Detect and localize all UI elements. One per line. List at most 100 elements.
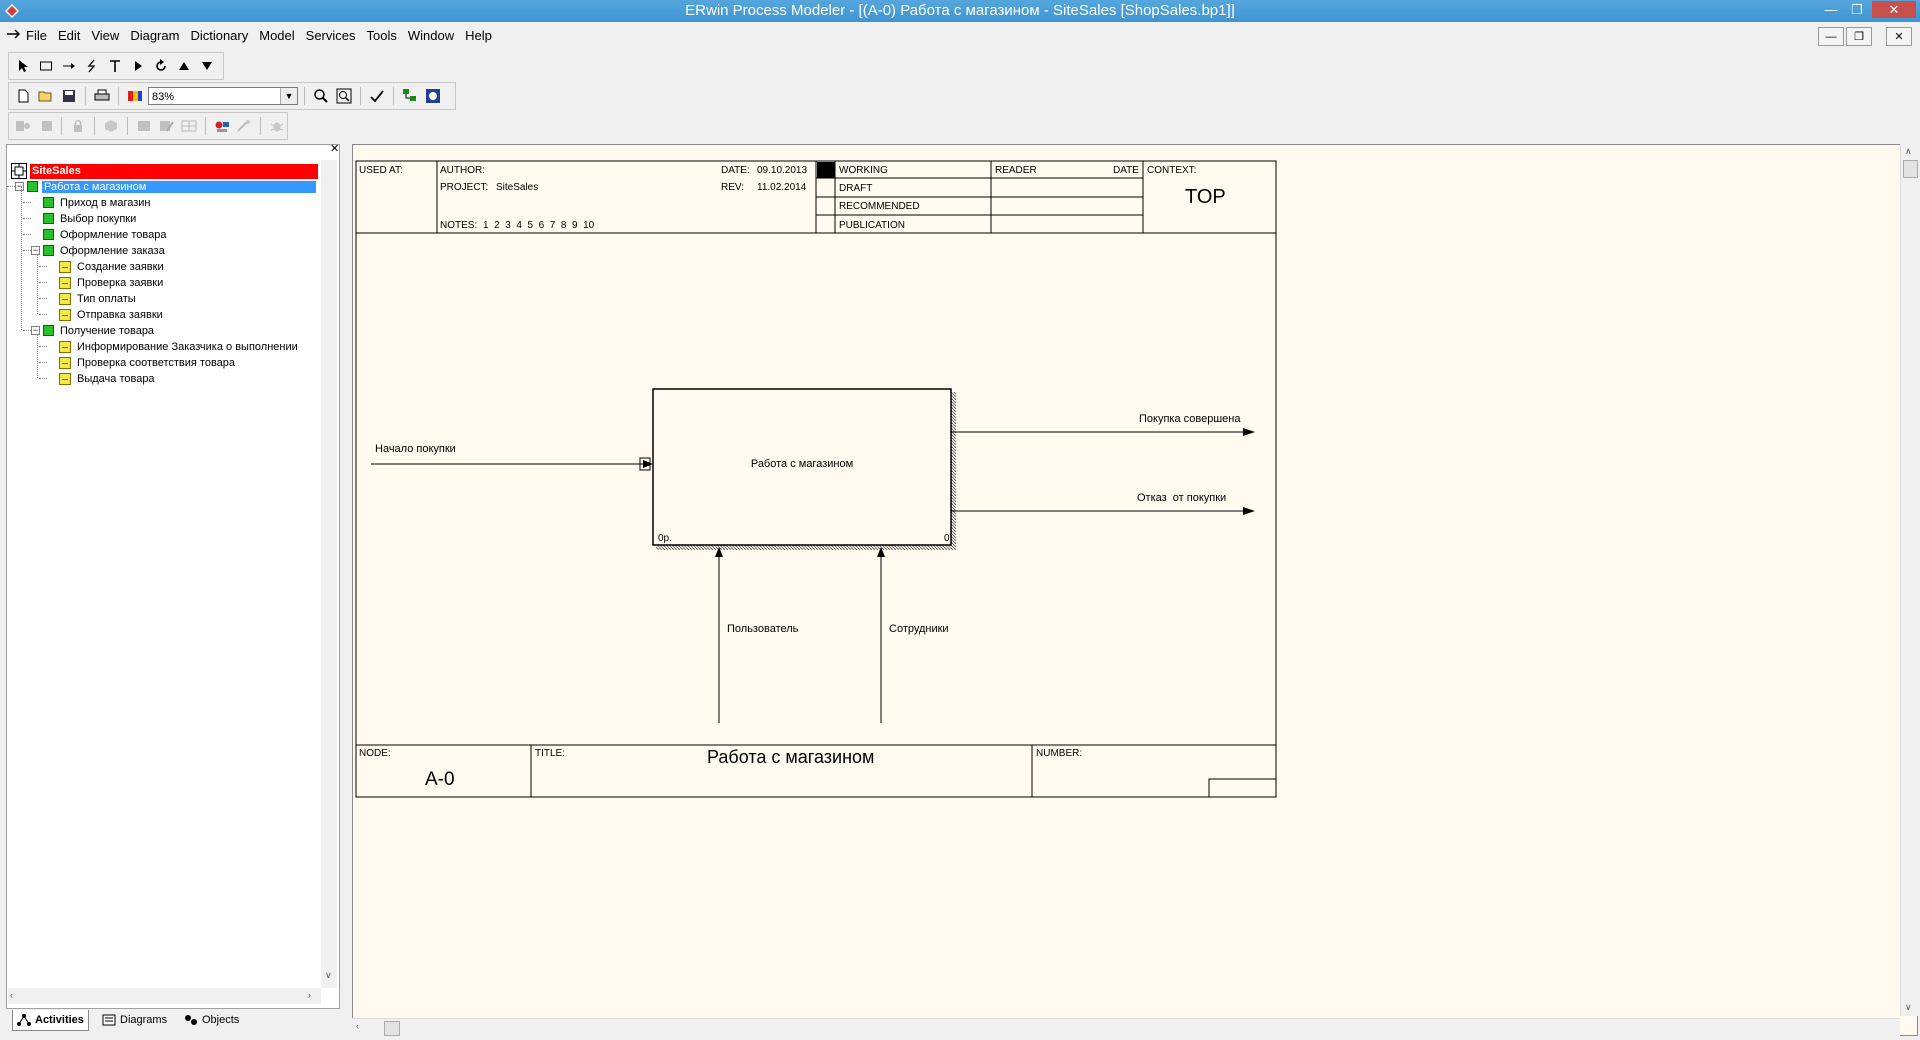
canvas-vertical-scrollbar[interactable]: ∧ ∨	[1900, 144, 1919, 1016]
grid-icon[interactable]	[179, 116, 199, 136]
tree-item[interactable]: −Получение товара	[31, 323, 156, 338]
arrow-mechanism-2-label[interactable]: Сотрудники	[889, 623, 949, 635]
open-folder-icon[interactable]	[36, 86, 56, 106]
activities-icon	[17, 1014, 31, 1026]
arrow-mechanism-1-label[interactable]: Пользователь	[727, 623, 799, 635]
maximize-button[interactable]: ❐	[1851, 1, 1863, 17]
chevron-left-icon[interactable]: ‹	[10, 990, 13, 1000]
tree-item[interactable]: Проверка заявки	[47, 275, 165, 290]
text-tool-icon[interactable]	[105, 56, 125, 76]
chevron-up-icon[interactable]: ∧	[1905, 146, 1912, 156]
horizontal-scroll-thumb[interactable]	[384, 1021, 400, 1036]
print-icon[interactable]	[92, 86, 112, 106]
menu-help[interactable]: Help	[465, 28, 492, 43]
collapse-icon[interactable]: −	[31, 245, 40, 255]
activity-box-tool-icon[interactable]	[36, 56, 56, 76]
mdi-minimize-button[interactable]: —	[1818, 27, 1844, 46]
close-button[interactable]: ✕	[1872, 1, 1916, 18]
pointer-tool-icon[interactable]	[13, 56, 33, 76]
chevron-left-icon[interactable]: ‹	[356, 1021, 359, 1031]
menu-tools[interactable]: Tools	[366, 28, 397, 43]
mdi-close-button[interactable]: ✕	[1886, 27, 1912, 46]
canvas-horizontal-scrollbar[interactable]: ‹	[352, 1018, 1900, 1037]
tree-item[interactable]: Создание заявки	[47, 259, 166, 274]
zoom-fit-icon[interactable]	[334, 86, 354, 106]
rotate-icon[interactable]	[151, 56, 171, 76]
tree-item[interactable]: Проверка соответствия товара	[47, 355, 237, 370]
menu-file[interactable]: File	[26, 28, 47, 43]
zoom-value: 83%	[152, 91, 175, 103]
tree-item[interactable]: Выбор покупки	[31, 211, 138, 226]
system-menu-icon[interactable]	[6, 28, 20, 40]
go-down-icon[interactable]	[197, 56, 217, 76]
navigator-icon[interactable]	[423, 86, 443, 106]
menu-services[interactable]: Services	[305, 28, 356, 43]
tab-objects[interactable]: Objects	[180, 1010, 243, 1030]
panel-close-icon[interactable]: ✕	[330, 143, 340, 155]
tree-root-label: SiteSales	[30, 163, 318, 179]
mdi-restore-button[interactable]: ❐	[1846, 27, 1872, 46]
bug-icon[interactable]	[267, 116, 287, 136]
wizard-icon[interactable]	[235, 116, 255, 136]
collapse-icon[interactable]: −	[15, 181, 24, 191]
arrow-output-2-label[interactable]: Отказ от покупки	[1137, 492, 1226, 504]
spell-check-icon[interactable]	[367, 86, 387, 106]
idef0-diagram[interactable]: USED AT: AUTHOR: PROJECT: SiteSales DATE…	[353, 145, 1918, 1036]
lock-icon[interactable]	[68, 116, 88, 136]
menu-dictionary[interactable]: Dictionary	[190, 28, 249, 43]
model-edit-icon[interactable]	[156, 116, 176, 136]
tree-item[interactable]: Отправка заявки	[47, 307, 165, 322]
save-icon[interactable]	[59, 86, 79, 106]
go-to-child-icon[interactable]	[128, 56, 148, 76]
status-publication: PUBLICATION	[839, 220, 905, 231]
chevron-right-icon[interactable]: ›	[308, 990, 311, 1000]
menu-diagram[interactable]: Diagram	[130, 28, 180, 43]
menu-model[interactable]: Model	[259, 28, 295, 43]
arrow-output-1-label[interactable]: Покупка совершена	[1139, 413, 1241, 425]
tree-item[interactable]: Оформление товара	[31, 227, 168, 242]
new-file-icon[interactable]	[13, 86, 33, 106]
objects-icon	[185, 1015, 197, 1025]
arrow-input[interactable]	[371, 457, 653, 471]
cube-icon[interactable]	[101, 116, 121, 136]
tree-horizontal-scrollbar[interactable]: ‹ ›	[8, 988, 321, 1004]
reports-icon[interactable]	[36, 116, 56, 136]
tree-item-label: Выдача товара	[77, 372, 155, 385]
chevron-down-icon[interactable]: ∨	[1905, 1002, 1912, 1012]
tab-diagrams[interactable]: Diagrams	[98, 1010, 171, 1030]
menu-window[interactable]: Window	[407, 28, 455, 43]
chevron-down-icon[interactable]: ∨	[325, 970, 332, 980]
toolbar-separator	[204, 117, 206, 135]
collapse-icon[interactable]: −	[31, 325, 40, 335]
minimize-button[interactable]: —	[1824, 2, 1838, 17]
arrow-tool-icon[interactable]	[59, 56, 79, 76]
chevron-down-icon[interactable]: ▼	[280, 88, 297, 104]
tree-item[interactable]: −Оформление заказа	[31, 243, 167, 258]
tree-item-label: Выбор покупки	[60, 212, 137, 225]
activity-box[interactable]	[652, 388, 952, 546]
model-icon[interactable]	[134, 116, 154, 136]
vertical-scroll-thumb[interactable]	[1903, 160, 1918, 178]
tab-activities[interactable]: Activities	[12, 1010, 89, 1031]
diagram-canvas[interactable]: USED AT: AUTHOR: PROJECT: SiteSales DATE…	[352, 144, 1918, 1036]
report-icon[interactable]	[13, 116, 33, 136]
menu-view[interactable]: View	[91, 28, 120, 43]
go-to-parent-icon[interactable]	[174, 56, 194, 76]
tree-item[interactable]: Приход в магазин	[31, 195, 153, 210]
tree-item[interactable]: Информирование Заказчика о выполнении	[47, 339, 300, 354]
zoom-select[interactable]: 83% ▼	[148, 87, 298, 105]
squiggle-tool-icon[interactable]	[82, 56, 102, 76]
tree-item[interactable]: −Работа с магазином	[15, 179, 316, 194]
zoom-in-icon[interactable]	[311, 86, 331, 106]
color-icon[interactable]	[125, 86, 145, 106]
tree-root[interactable]: SiteSales	[11, 163, 318, 179]
key-icon[interactable]	[212, 116, 232, 136]
model-explorer-icon[interactable]	[400, 86, 420, 106]
tree-item[interactable]: Выдача товара	[47, 371, 157, 386]
arrow-input-label[interactable]: Начало покупки	[375, 443, 456, 455]
tree-connector	[39, 346, 47, 347]
tree-vertical-scrollbar[interactable]: ∨	[321, 160, 337, 988]
toolbar-separator	[61, 117, 63, 135]
tree-item[interactable]: Тип оплаты	[47, 291, 138, 306]
menu-edit[interactable]: Edit	[57, 28, 81, 43]
